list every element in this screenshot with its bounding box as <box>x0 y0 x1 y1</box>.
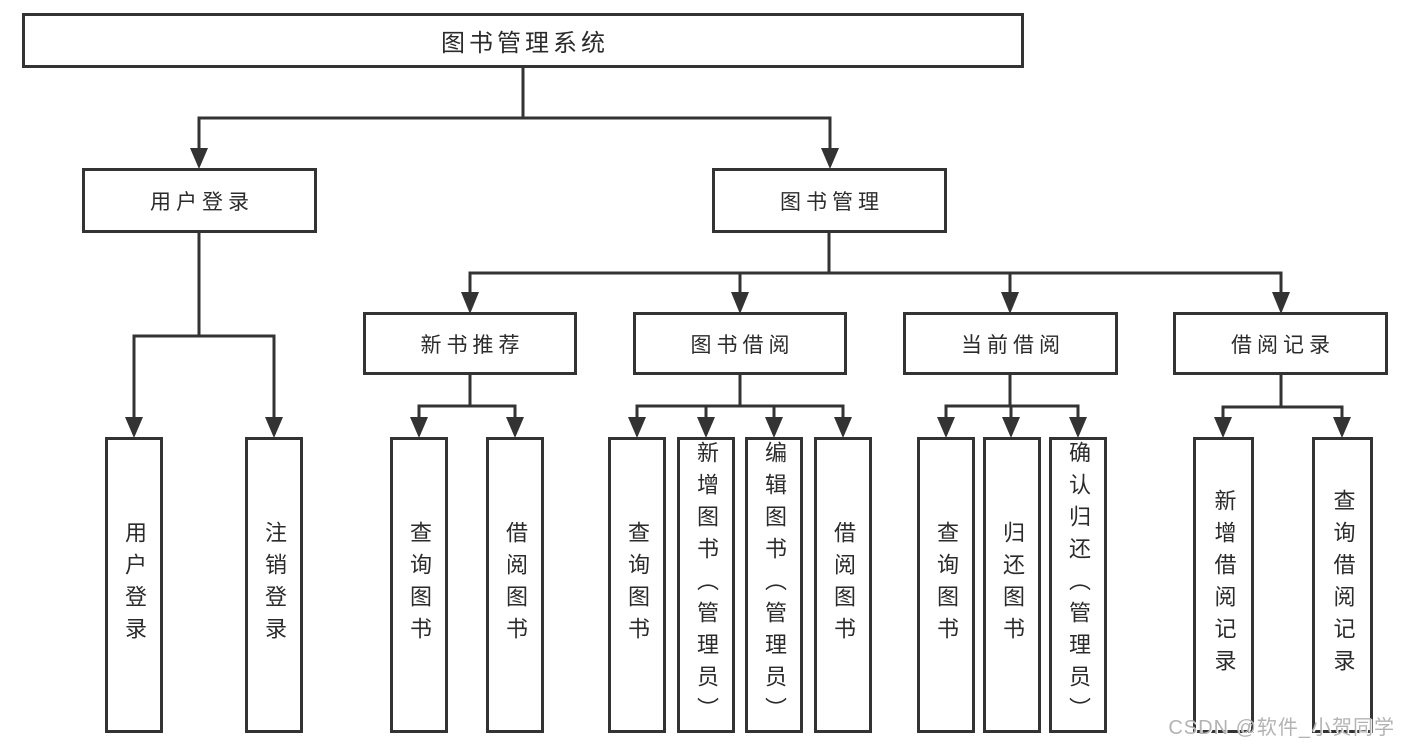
node-book-borrow: 图书借阅 <box>633 312 847 375</box>
leaf-query-borrow-record: 查询借阅记录 <box>1312 437 1373 733</box>
connector-current-borrow-children <box>937 375 1087 438</box>
leaf-add-borrow-record: 新增借阅记录 <box>1193 437 1254 733</box>
leaf-borrow-books-recommend: 借阅图书 <box>486 437 544 733</box>
node-borrow-record: 借阅记录 <box>1173 312 1388 375</box>
node-new-book-recommend: 新书推荐 <box>363 312 577 375</box>
node-book-management: 图书管理 <box>712 168 947 233</box>
csdn-watermark: CSDN @软件_小贺同学 <box>1168 717 1395 739</box>
connector-book-borrow-children <box>628 375 852 438</box>
leaf-confirm-return-admin: 确认归还（管理员） <box>1049 437 1107 733</box>
connector-user-login-children <box>125 233 283 438</box>
leaf-query-books-borrow: 查询图书 <box>608 437 666 733</box>
leaf-user-login: 用户登录 <box>105 437 163 733</box>
node-library-system: 图书管理系统 <box>22 13 1024 68</box>
connector-book-management-children <box>461 233 1290 314</box>
connector-new-book-recommend-children <box>410 375 524 438</box>
node-current-borrow: 当前借阅 <box>903 312 1118 375</box>
leaf-return-book: 归还图书 <box>983 437 1041 733</box>
connector-borrow-record-children <box>1214 375 1351 438</box>
leaf-logout-login: 注销登录 <box>245 437 303 733</box>
node-user-login: 用户登录 <box>82 168 317 233</box>
leaf-query-books-recommend: 查询图书 <box>390 437 448 733</box>
leaf-query-books-current: 查询图书 <box>917 437 975 733</box>
leaf-add-book-admin: 新增图书（管理员） <box>677 437 735 733</box>
leaf-borrow-books: 借阅图书 <box>814 437 872 733</box>
connector-root-to-level2 <box>190 68 839 169</box>
leaf-edit-book-admin: 编辑图书（管理员） <box>745 437 803 733</box>
